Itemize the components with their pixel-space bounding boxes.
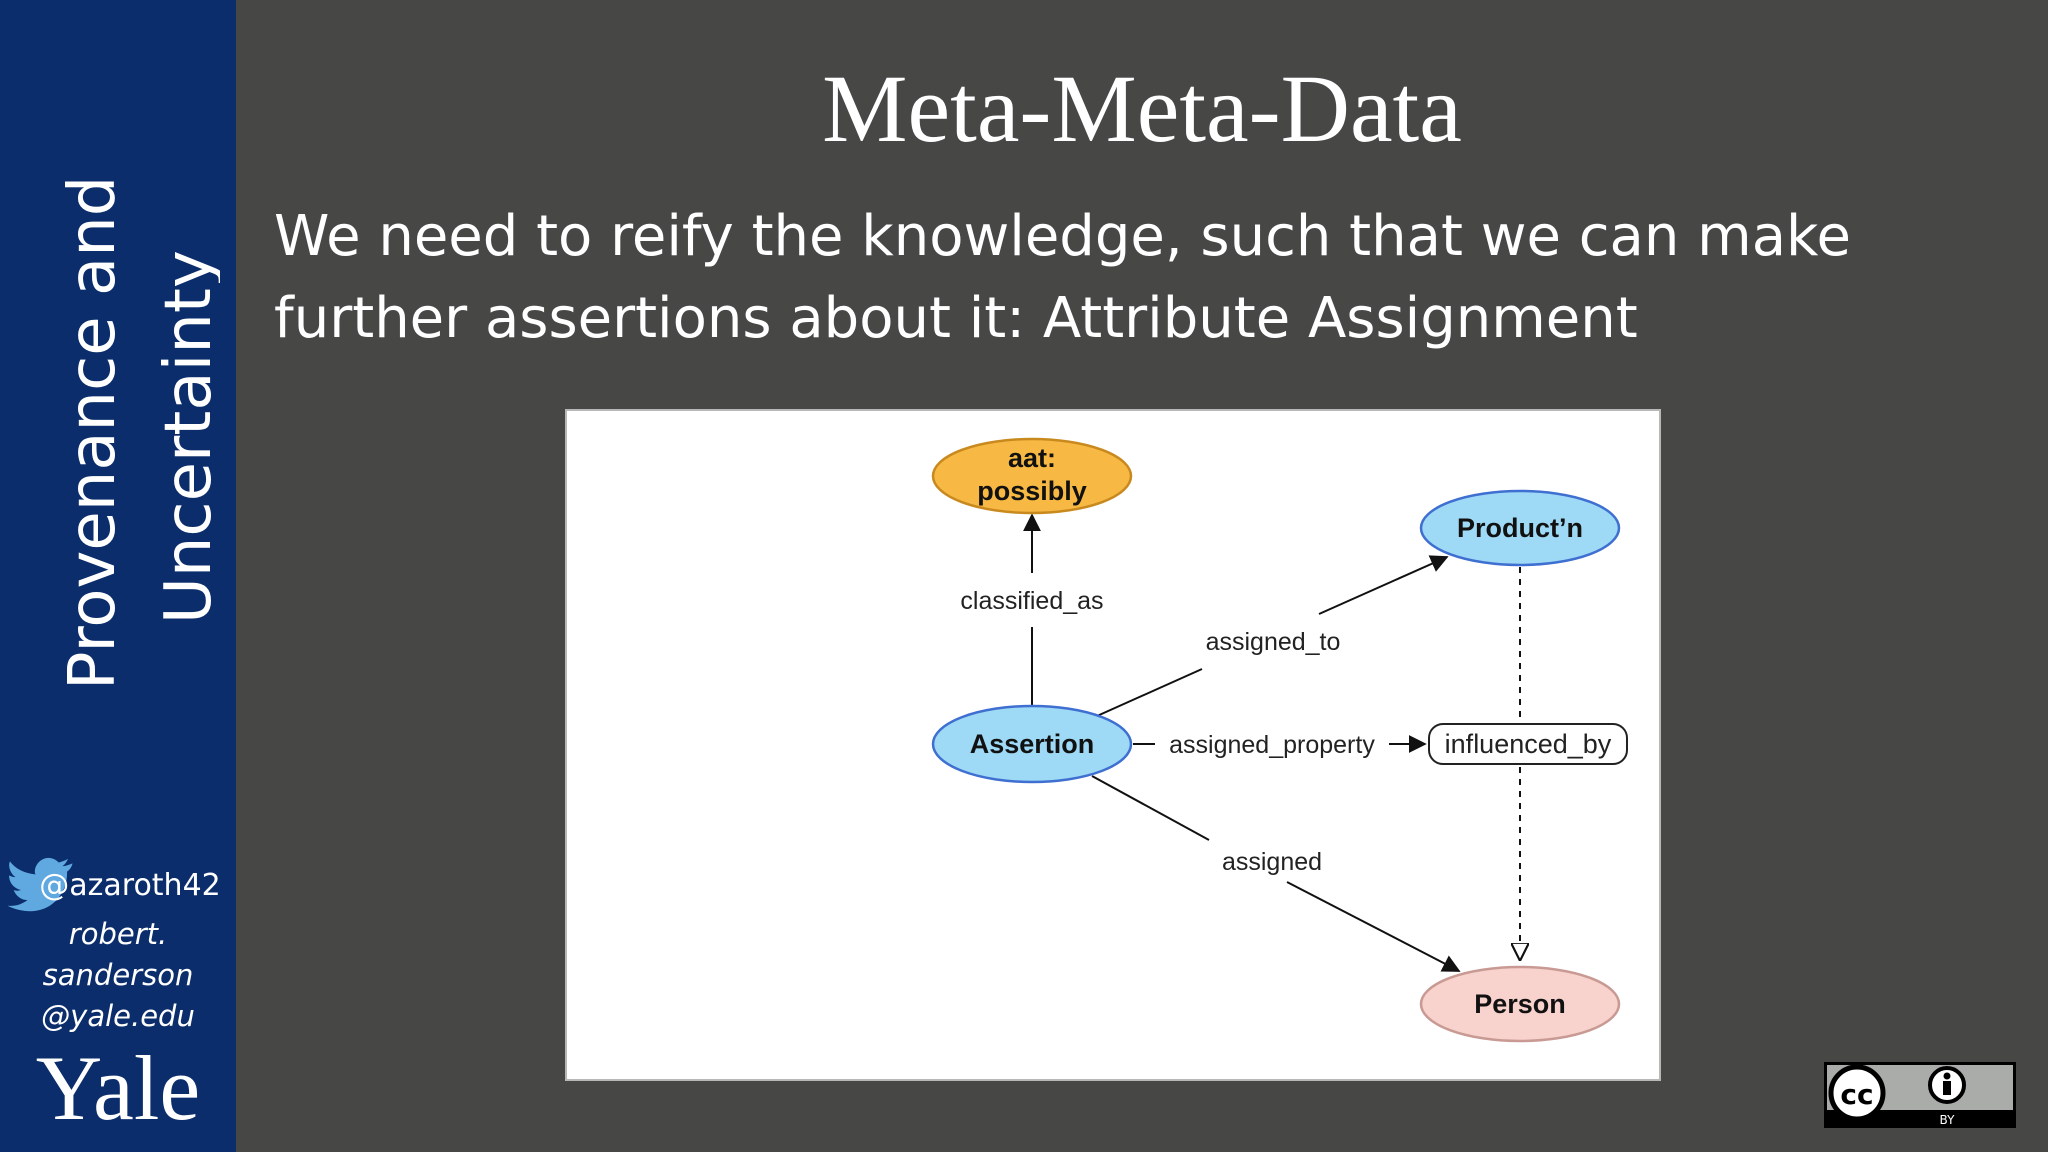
sidebar: Provenance and Uncertainty @azaroth42 ro…	[0, 0, 236, 1152]
sidebar-title-line2: Uncertainty	[152, 250, 220, 624]
email-line: sanderson	[42, 958, 194, 992]
node-aat-possibly[interactable]	[931, 437, 1133, 515]
node-assertion[interactable]	[931, 704, 1133, 784]
license-label: BY	[1940, 1113, 1956, 1127]
edge-label-assigned: assigned	[1222, 848, 1322, 876]
edge-assigned-to-lower	[1096, 668, 1203, 717]
slide-title: Meta-Meta-Data	[822, 55, 1462, 162]
edge-assigned-lower	[1286, 881, 1461, 972]
edge-label-assigned-property: assigned_property	[1169, 731, 1375, 759]
node-influenced-by[interactable]	[1428, 723, 1628, 765]
twitter-handle[interactable]: @azaroth42	[39, 868, 221, 903]
edge-assigned-to-upper	[1318, 555, 1449, 615]
email-line: robert.	[68, 917, 168, 951]
node-production-label: Product’n	[1457, 513, 1583, 543]
edge-assigned-upper	[1091, 775, 1210, 841]
slide-body-text: We need to reify the knowledge, such tha…	[274, 204, 1851, 351]
node-influenced-by-label: influenced_by	[1445, 729, 1612, 759]
diagram-panel: classified_as assigned_to assigned_prope…	[565, 409, 1661, 1081]
twitter-bird-icon	[8, 857, 73, 912]
yale-logo: Yale	[35, 1037, 201, 1139]
cc-by-icon: cc BY	[1824, 1062, 2016, 1128]
node-aat-label-line1: aat:	[1008, 443, 1056, 473]
node-person-label: Person	[1474, 989, 1566, 1019]
node-person[interactable]	[1419, 965, 1621, 1043]
sidebar-title-line1: Provenance and	[56, 176, 130, 690]
attribute-assignment-diagram: classified_as assigned_to assigned_prope…	[931, 437, 1628, 1043]
node-production[interactable]	[1419, 489, 1621, 567]
email-line: @yale.edu	[41, 999, 195, 1033]
edge-label-classified-as: classified_as	[960, 587, 1103, 615]
edge-label-assigned-to: assigned_to	[1206, 628, 1341, 656]
email-address[interactable]: robert. sanderson @yale.edu	[0, 914, 236, 1037]
node-aat-label-line2: possibly	[977, 476, 1087, 506]
node-assertion-label: Assertion	[970, 729, 1095, 759]
svg-text:cc: cc	[1840, 1078, 1873, 1111]
sidebar-title: Provenance and Uncertainty	[20, 160, 226, 700]
